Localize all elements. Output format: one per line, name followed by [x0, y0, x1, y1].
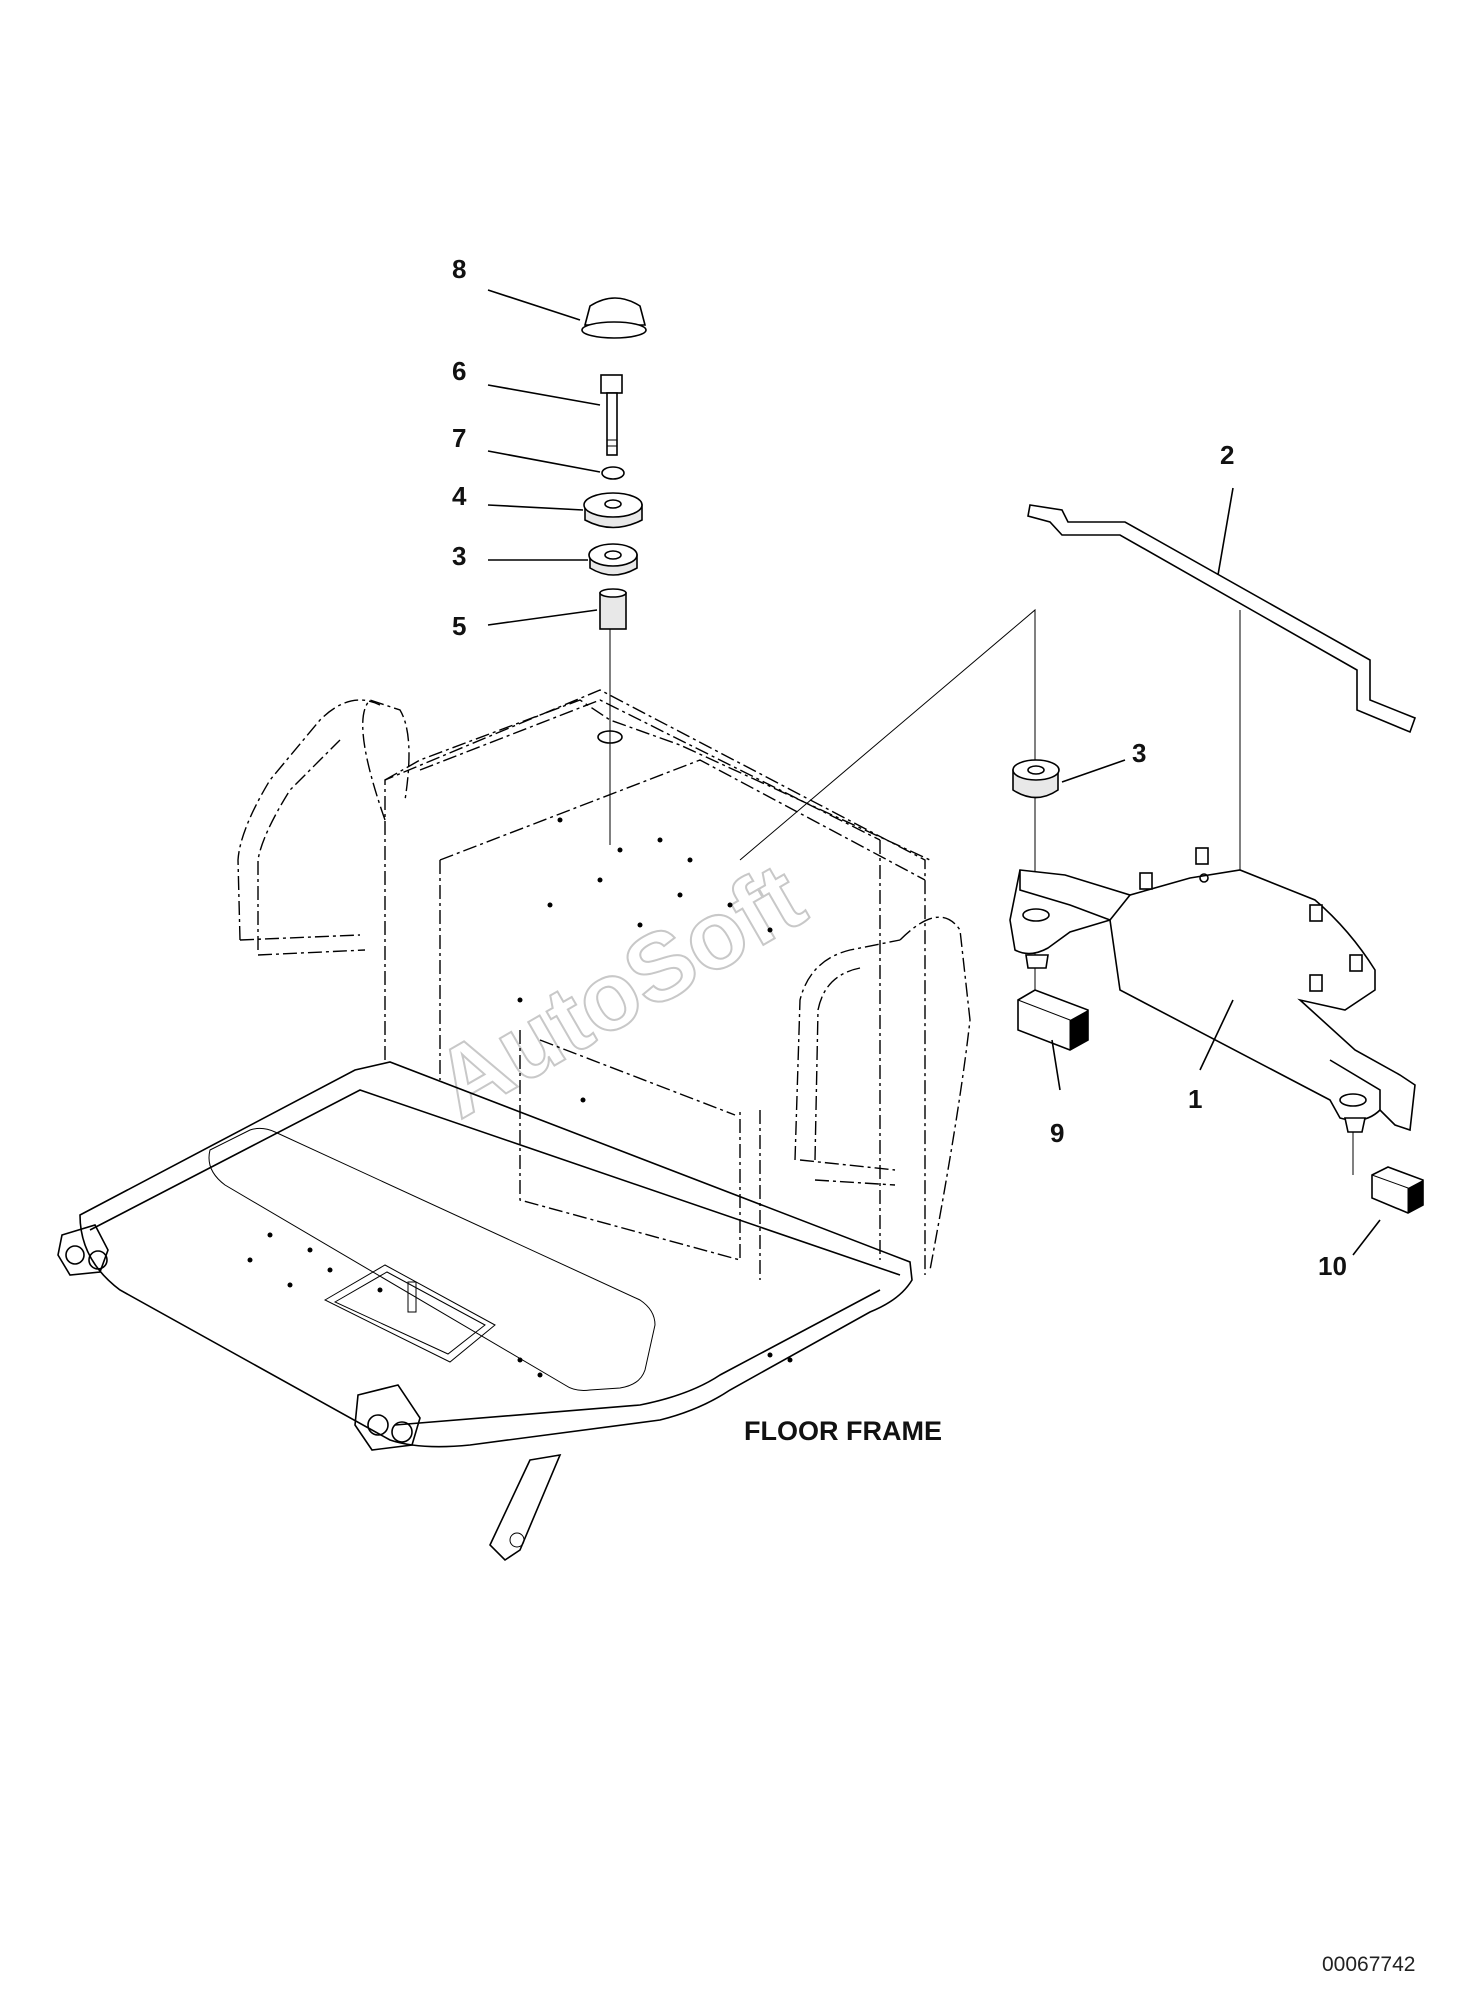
right-assembly	[739, 487, 1424, 1256]
hinge-lug-left	[57, 1224, 109, 1276]
part-10-block	[1371, 1166, 1424, 1214]
diagram-caption: FLOOR FRAME	[744, 1416, 942, 1446]
callout-labels: 8 6 7 4 3 5 2 3 1 9 10	[452, 254, 1347, 1281]
part-3-cushion-right	[1012, 759, 1060, 799]
part-1-bracket	[1009, 847, 1416, 1133]
callout-3: 3	[452, 541, 466, 571]
callout-1: 1	[1188, 1084, 1202, 1114]
part-7-washer	[601, 466, 625, 480]
callout-5: 5	[452, 611, 466, 641]
part-3-cushion	[588, 543, 638, 576]
hinge-lug-front	[354, 1384, 421, 1451]
part-4-mount	[583, 492, 643, 529]
callout-10: 10	[1318, 1251, 1347, 1281]
part-6-bolt	[600, 374, 623, 456]
floor-frame-drawing	[57, 600, 971, 1562]
mount-stack	[487, 289, 647, 630]
part-9-block	[1017, 989, 1089, 1051]
part-8-cap	[581, 297, 647, 339]
callout-3-right: 3	[1132, 738, 1146, 768]
watermark: AutoSoft	[416, 842, 822, 1139]
watermark-text: AutoSoft	[417, 843, 821, 1138]
callout-8: 8	[452, 254, 466, 284]
callout-2: 2	[1220, 440, 1234, 470]
callout-9: 9	[1050, 1118, 1064, 1148]
callout-4: 4	[452, 481, 467, 511]
callout-7: 7	[452, 423, 466, 453]
part-5-collar	[599, 588, 627, 630]
callout-6: 6	[452, 356, 466, 386]
console-holes	[247, 817, 793, 1378]
part-2-rod	[1027, 504, 1417, 734]
document-number: 00067742	[1322, 1953, 1415, 1976]
